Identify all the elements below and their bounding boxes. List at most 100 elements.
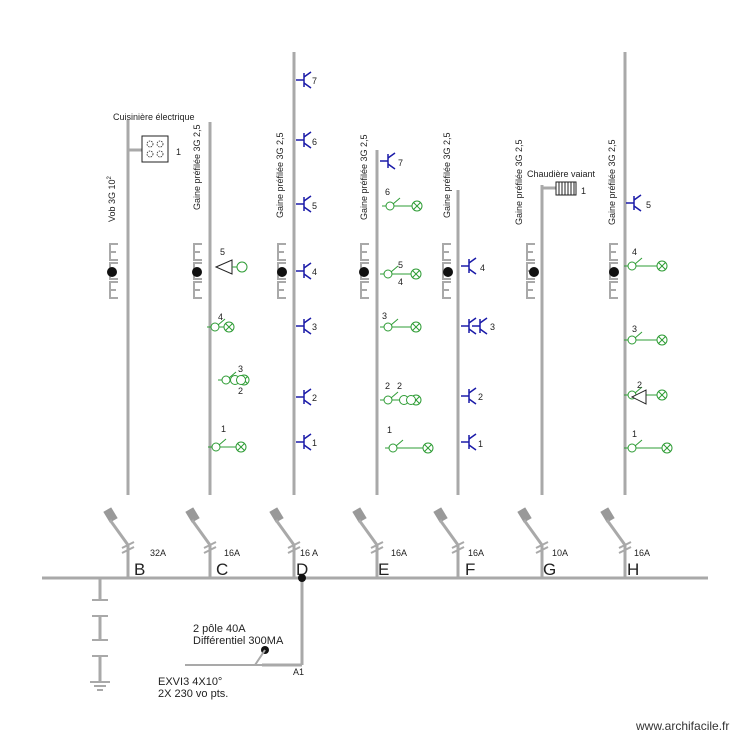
cable-label-E: Gaine préfilée 3G 2,5 [359,134,369,220]
light-icon [385,439,434,454]
circuit-letter-G: G [543,560,556,579]
breakers [103,507,632,560]
device-number: 1 [312,438,317,448]
a1-label: A1 [293,667,304,677]
device-number: 4 [312,267,317,277]
device-number: 3 [238,364,243,374]
circuit-rating-D: 16 A [300,548,318,558]
switch-icon [214,259,248,275]
outlet-icon [296,317,312,335]
feed-dot [298,574,306,582]
device-number: 7 [398,158,403,168]
junction-dots [107,267,619,277]
circuit-letter-H: H [627,560,639,579]
cooker-symbol [141,135,169,163]
device-number: 2 [478,392,483,402]
light-icon [236,375,246,385]
device-number: 1 [478,439,483,449]
breaker-F [433,507,465,560]
device-number: 4 [632,247,637,257]
device-number: 1 [387,425,392,435]
outlet-icon [626,194,642,212]
device-number: 5 [312,201,317,211]
outlet-icon [380,152,396,170]
outlet-icon [296,388,312,406]
circuit-letter-E: E [378,560,389,579]
breaker-H [600,507,632,560]
device-number: 3 [490,322,495,332]
device-number: 3 [312,322,317,332]
device-number: 2 [397,381,402,391]
breaker-B [103,507,135,560]
cable-label-D: Gaine préfilée 3G 2,5 [275,132,285,218]
outlet-icon [461,257,477,275]
cable-label-C: Gaine préfilée 3G 2,5 [192,124,202,210]
breaker-G [517,507,549,560]
device-number: 2 [312,393,317,403]
light-icon [382,197,423,212]
device-number: 6 [312,137,317,147]
breaker-C [185,507,217,560]
outlet-icon [461,433,477,451]
device-number: 1 [221,424,226,434]
switch-icon [630,389,647,405]
device-number: 2 [385,381,390,391]
outlet-icon [296,195,312,213]
cooker-label: Cuisinière électrique [113,112,195,122]
cable-label-F: Gaine préfilée 3G 2,5 [442,132,452,218]
cable-line2: 2X 230 vo pts. [158,688,228,700]
light-icon [380,265,422,280]
outlet-icon [461,317,477,335]
outlets [296,71,642,451]
outlet-icon [461,387,477,405]
boiler-symbol [555,181,577,196]
circuit-rating-E: 16A [391,548,407,558]
device-number: 6 [385,187,390,197]
circuit-rating-F: 16A [468,548,484,558]
cooker-number: 1 [176,147,181,157]
device-number: 3 [632,324,637,334]
device-number: 4 [398,277,403,287]
differential-line1: 2 pôle 40A [193,623,246,635]
circuit-rating-G: 10A [552,548,568,558]
boiler-number: 1 [581,186,586,196]
device-number: 5 [220,247,225,257]
differential-line2: Différentiel 300MA [193,635,284,647]
cable-label-G: Gaine préfilée 3G 2,5 [514,139,524,225]
device-number: 2 [637,380,642,390]
device-number: 5 [398,260,403,270]
outlet-icon [296,71,312,89]
circuit-letter-C: C [216,560,228,579]
circuit-letter-D: D [296,560,308,579]
device-number: 4 [218,312,223,322]
circuit-rating-B: 32A [150,548,166,558]
outlet-icon [296,131,312,149]
watermark: www.archifacile.fr [635,719,729,733]
earth-symbol [90,599,110,691]
light-icon [380,318,422,333]
device-number: 7 [312,76,317,86]
cable-label-B: Vob 3G 102 [107,175,117,222]
device-number: 3 [382,311,387,321]
circuit-rating-H: 16A [634,548,650,558]
boiler-label: Chaudière vaiant [527,169,596,179]
circuit-rating-C: 16A [224,548,240,558]
outlet-icon [296,262,312,280]
light-icon [208,438,247,453]
lights [207,197,673,454]
light-icon [624,439,673,454]
circuit-lines [98,52,627,682]
breaker-E [352,507,384,560]
device-number: 1 [632,429,637,439]
device-number: 5 [646,200,651,210]
breaker-D [269,507,301,560]
outlet-icon [472,317,488,335]
cable-line1: EXVI3 4X10° [158,676,222,688]
light-icon [624,331,668,346]
circuit-letter-F: F [465,560,475,579]
device-number: 4 [480,263,485,273]
device-number: 2 [238,386,243,396]
